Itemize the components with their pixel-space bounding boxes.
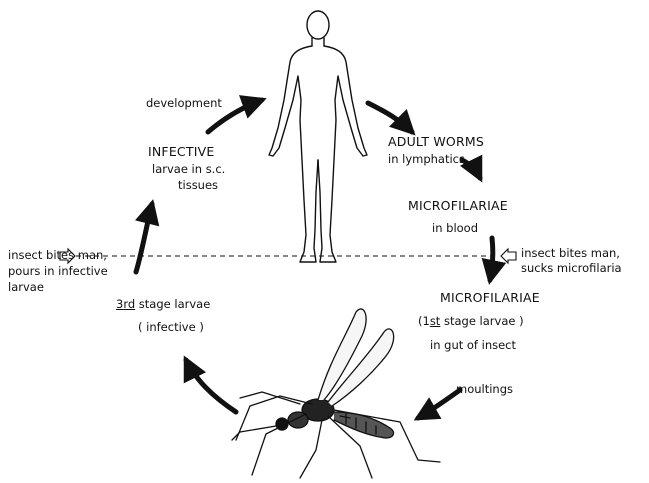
label-in-lymphatics: in lymphatics [388,152,465,166]
label-microfilariae-blood: MICROFILARIAE [408,199,508,213]
label-larvae-sc: larvae in s.c. [152,162,225,176]
cycle-arrow-icon [490,238,493,280]
label-first-stage-larvae: (1st stage larvae ) [418,314,524,328]
label-in-blood: in blood [432,221,478,235]
label-moultings: moultings [456,382,513,396]
label-infective: INFECTIVE [148,145,214,159]
label-infective-paren: ( infective ) [138,320,204,334]
label-adult-worms: ADULT WORMS [388,135,484,149]
label-bite-left-line1: insect bites man, [8,248,107,262]
label-bite-right-line2: sucks microfilaria [521,261,622,275]
label-tissues: tissues [178,178,218,192]
mosquito-icon [232,309,440,478]
label-microfilariae-gut: MICROFILARIAE [440,291,540,305]
cycle-arrow-icon [186,360,236,412]
label-bite-left-line3: larvae [8,280,44,294]
label-in-gut-of-insect: in gut of insect [430,338,516,352]
label-bite-left-line2: pours in infective [8,264,108,278]
label-third-stage-larvae: 3rd stage larvae [116,297,210,311]
label-development: development [146,96,222,110]
label-bite-right-line1: insect bites man, [521,246,620,260]
cycle-arrow-icon [136,204,152,272]
cycle-arrow-icon [368,103,412,132]
cycle-arrow-icon [418,390,460,418]
human-figure-icon [269,11,367,262]
